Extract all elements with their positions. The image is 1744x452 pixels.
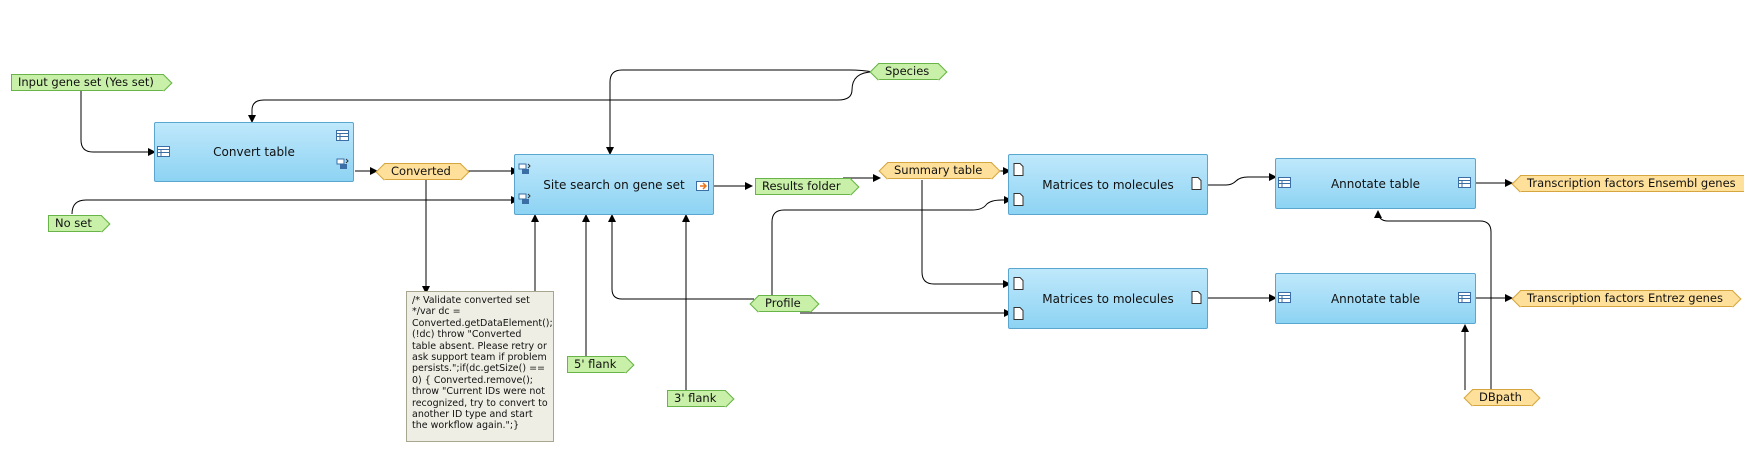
table-output-icon (1458, 177, 1471, 188)
param-dbpath[interactable]: DBpath (1472, 389, 1532, 406)
validation-script-note[interactable]: /* Validate converted set */var dc = Con… (406, 291, 554, 442)
document-input-icon-2 (1013, 307, 1024, 320)
param-no-set[interactable]: No set (48, 215, 102, 232)
edge-input-to-convert (80, 90, 156, 156)
annotate-bottom-title: Annotate table (1330, 291, 1421, 306)
output-tf-entrez[interactable]: Transcription factors Entrez genes (1520, 290, 1733, 307)
edge-matrices-top-to-annotate-top (1208, 173, 1277, 186)
table-input-icon (157, 146, 170, 157)
param-5-flank-label: 5' flank (574, 357, 617, 371)
document-output-icon (1191, 177, 1202, 190)
matrices-top-title: Matrices to molecules (1042, 177, 1174, 192)
output-summary-table-label: Summary table (894, 163, 983, 177)
param-profile[interactable]: Profile (758, 295, 811, 312)
convert-table-node[interactable]: Convert table (154, 122, 354, 182)
gene-set-input-icon (518, 163, 531, 174)
param-profile-label: Profile (765, 296, 801, 310)
edge-profile-to-search (608, 214, 754, 300)
param-species[interactable]: Species (878, 63, 940, 80)
param-dbpath-label: DBpath (1479, 390, 1522, 404)
edge-dbpath-to-annotate-top (1374, 210, 1492, 390)
param-input-gene-set-label: Input gene set (Yes set) (18, 75, 154, 89)
table-input-icon (1278, 177, 1291, 188)
edge-profile-to-matrices-top (771, 196, 1012, 299)
param-no-set-label: No set (55, 216, 92, 230)
document-input-icon-2 (1013, 193, 1024, 206)
folder-output-icon (696, 181, 709, 191)
gene-set-output-icon (336, 158, 349, 169)
validation-script-text: /* Validate converted set */var dc = Con… (412, 295, 554, 432)
convert-table-title: Convert table (213, 145, 295, 159)
edge-noset-to-search (71, 196, 519, 215)
table-output-icon (336, 130, 349, 141)
output-summary-table[interactable]: Summary table (887, 162, 993, 179)
param-3-flank-label: 3' flank (674, 391, 717, 405)
site-search-node[interactable]: Site search on gene set (514, 154, 714, 215)
gene-set-input-icon-2 (518, 193, 531, 204)
table-input-icon (1278, 292, 1291, 303)
output-results-folder-label: Results folder (762, 179, 841, 193)
output-tf-entrez-label: Transcription factors Entrez genes (1527, 291, 1723, 305)
param-3-flank[interactable]: 3' flank (667, 390, 727, 407)
edge-summary-to-matrices-bottom (921, 180, 1011, 288)
site-search-title: Site search on gene set (543, 177, 685, 192)
annotate-table-bottom-node[interactable]: Annotate table (1275, 273, 1476, 324)
output-tf-ensembl-label: Transcription factors Ensembl genes (1527, 176, 1736, 190)
matrices-bottom-title: Matrices to molecules (1042, 291, 1174, 306)
param-5-flank[interactable]: 5' flank (567, 356, 627, 373)
output-tf-ensembl[interactable]: Transcription factors Ensembl genes (1520, 175, 1744, 192)
document-output-icon (1191, 291, 1202, 304)
edge-species-to-convert (248, 71, 874, 123)
matrices-to-molecules-top-node[interactable]: Matrices to molecules (1008, 154, 1208, 215)
param-input-gene-set[interactable]: Input gene set (Yes set) (11, 74, 164, 91)
edge-species-to-search (606, 69, 874, 155)
param-species-label: Species (885, 64, 930, 78)
output-converted[interactable]: Converted (384, 163, 461, 180)
output-results-folder[interactable]: Results folder (755, 178, 851, 195)
output-converted-label: Converted (391, 164, 451, 178)
document-input-icon (1013, 163, 1024, 176)
annotate-table-top-node[interactable]: Annotate table (1275, 158, 1476, 209)
table-output-icon (1458, 292, 1471, 303)
document-input-icon (1013, 277, 1024, 290)
annotate-top-title: Annotate table (1330, 176, 1421, 191)
matrices-to-molecules-bottom-node[interactable]: Matrices to molecules (1008, 268, 1208, 329)
